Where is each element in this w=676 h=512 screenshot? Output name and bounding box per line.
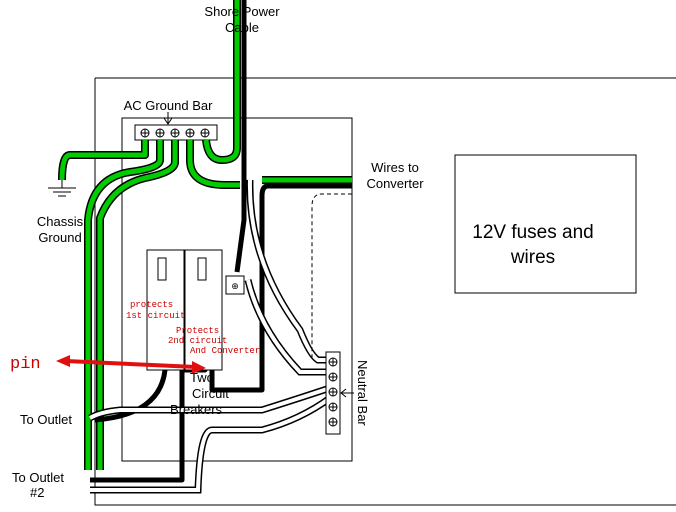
ac-ground-bar-label: AC Ground Bar [124,98,214,113]
neutral-wires [88,179,352,494]
circuit-breakers [146,249,223,371]
pin-label: pin [10,355,41,374]
neutral-bar-terminals [328,357,338,427]
ground-wires [58,0,352,470]
hot-terminal [225,275,245,295]
wires-to-converter-label: Wires to [371,160,419,175]
wires-to-converter-label-2: Converter [366,176,424,191]
shore-power-label-2: Cable [225,20,259,35]
neutral-bar-pointer [340,388,354,398]
protects-second-note-2: 2nd circuit [168,336,227,346]
chassis-ground-symbol [48,180,76,197]
chassis-ground-label-2: Ground [38,230,81,245]
protects-second-note: Protects [176,326,219,336]
pin-arrow [56,355,206,374]
breakers-label-2: Circuit [192,386,229,401]
shore-power-label: Shore Power [204,4,280,19]
fuse-box-label: 12V fuses and [472,222,593,243]
ground-bar-arrowhead [163,117,173,125]
neutral-bar-label: Neutral Bar [355,360,370,426]
fuse-box-label-2: wires [510,247,555,268]
protects-first-note-2: 1st circuit [126,311,185,321]
chassis-ground-label: Chassis [37,214,84,229]
protects-first-note: protects [130,300,173,310]
to-outlet-2-label: To Outlet [12,470,64,485]
breakers-label-3: Breakers [170,402,223,417]
ground-bar-terminals [140,128,210,138]
to-outlet-2-label-2: #2 [30,485,44,500]
protects-second-note-3: And Converter [190,346,260,356]
hot-terminal-icon: ⊕ [231,282,239,292]
breakers-label: Two [190,370,214,385]
cabinet-outline [94,77,676,506]
to-outlet-label: To Outlet [20,412,72,427]
fuse-box [454,154,637,294]
